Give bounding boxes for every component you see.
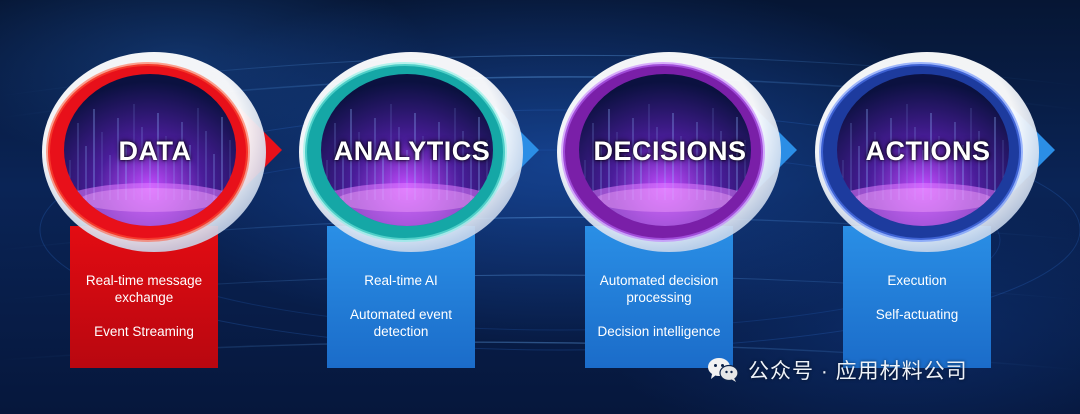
stage-card-item: Automated event detection — [349, 307, 453, 339]
stage-ring — [557, 52, 797, 252]
watermark: 公众号 · 应用材料公司 — [706, 352, 968, 388]
stage-title: DATA — [118, 136, 192, 166]
watermark-text: 公众号 · 应用材料公司 — [748, 360, 968, 383]
stage-ring — [42, 52, 282, 252]
wechat-icon — [708, 358, 739, 382]
stage-ring — [815, 52, 1055, 252]
stage-analytics: Real-time AI Automated event detection ANA… — [287, 0, 539, 414]
stage-title: DECISIONS — [593, 136, 747, 166]
stage-ring — [299, 52, 539, 252]
stage-card-item: Automated decision processing — [599, 273, 719, 305]
stage-title: ACTIONS — [865, 136, 991, 166]
stage-card-item: Execution — [887, 273, 947, 288]
stage-card-item: Self-actuating — [875, 307, 959, 322]
stage-card-item: Event Streaming — [94, 324, 194, 339]
stage-card-item: Decision intelligence — [597, 324, 721, 339]
stage-card-item: Real-time message exchange — [85, 273, 203, 305]
stage-card-item: Real-time AI — [364, 273, 438, 288]
stage-title: ANALYTICS — [333, 136, 491, 166]
